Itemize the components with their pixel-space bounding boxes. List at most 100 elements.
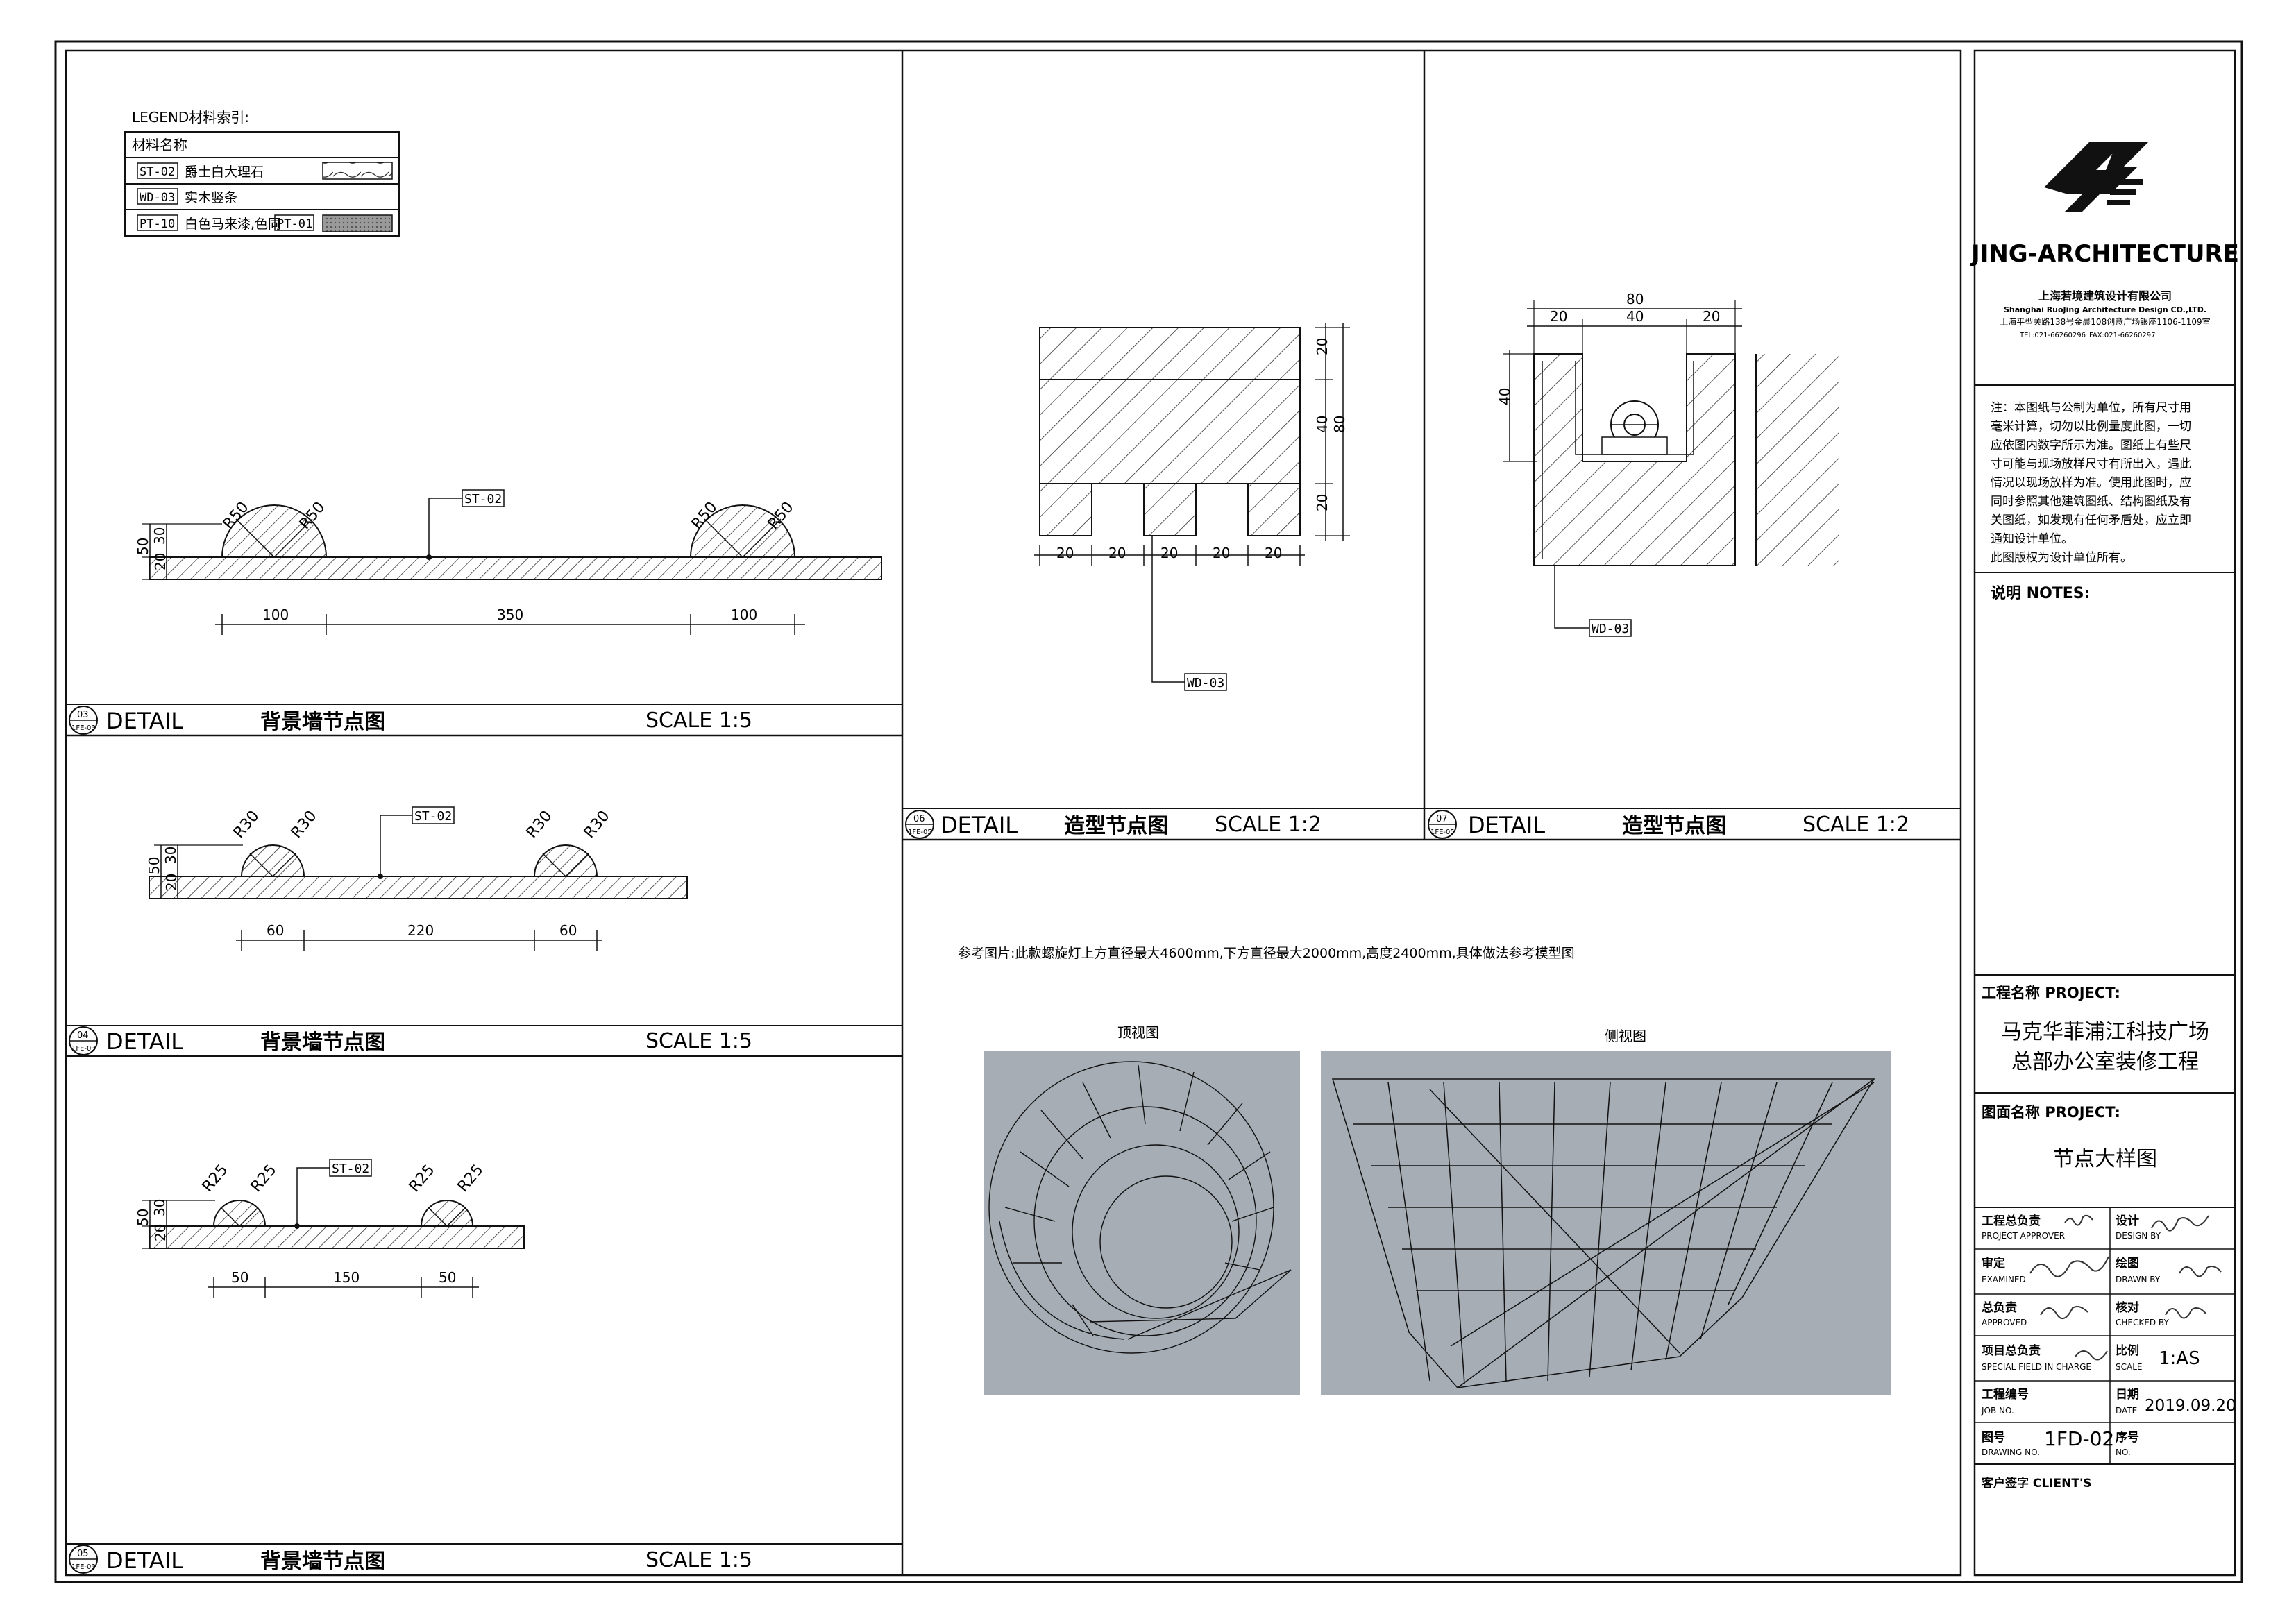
client-label: 客户签字 CLIENT'S — [1981, 1476, 2091, 1490]
svg-text:设计: 设计 — [2116, 1214, 2139, 1228]
dim-top: 40 — [1626, 308, 1644, 325]
side-view-render — [1321, 1051, 1891, 1395]
top-view-label: 顶视图 — [1117, 1024, 1159, 1041]
detail-05-titlebar: 05 1FE-03 DETAIL 背景墙节点图 SCALE 1:5 — [66, 1543, 902, 1574]
detail-label: DETAIL — [106, 1028, 183, 1055]
dim-bottom: 20 — [1108, 545, 1126, 561]
svg-text:DATE: DATE — [2116, 1406, 2137, 1416]
legend-code-pt10: PT-10 — [140, 217, 175, 231]
legend-code-wd03: WD-03 — [140, 191, 175, 205]
title-block-frame — [1973, 49, 2236, 1577]
dim-left: 60 — [267, 922, 284, 939]
svg-text:SCALE: SCALE — [2116, 1362, 2142, 1372]
svg-text:SPECIAL FIELD IN CHARGE: SPECIAL FIELD IN CHARGE — [1982, 1362, 2091, 1372]
svg-text:EXAMINED: EXAMINED — [1982, 1275, 2026, 1284]
detail-04-titlebar: 04 1FE-03 DETAIL 背景墙节点图 SCALE 1:5 — [66, 1025, 902, 1055]
legend-name-wd03: 实木竖条 — [185, 190, 237, 205]
svg-text:核对: 核对 — [2116, 1300, 2139, 1315]
detail-number: 05 — [77, 1549, 89, 1559]
dim-height-total: 50 — [135, 1209, 151, 1226]
detail-label: DETAIL — [1468, 812, 1545, 838]
material-tag-wd03: WD-03 — [1187, 676, 1224, 690]
legend-title: LEGEND材料索引: — [132, 109, 249, 126]
svg-text:比例: 比例 — [2116, 1343, 2139, 1358]
detail-03-titlebar: 03 1FE-03 DETAIL 背景墙节点图 SCALE 1:5 — [66, 704, 902, 736]
svg-text:日期: 日期 — [2116, 1388, 2139, 1402]
detail-number: 06 — [913, 814, 925, 824]
detail-number: 03 — [77, 710, 89, 720]
svg-text:项目总负责: 项目总负责 — [1982, 1343, 2041, 1358]
drawing-number: 1FD-02 — [2044, 1427, 2114, 1450]
dim-top-total: 80 — [1626, 291, 1644, 307]
dim-left: 50 — [231, 1269, 248, 1286]
detail-sheet: 1FE-03 — [71, 1045, 96, 1053]
detail-title: 背景墙节点图 — [260, 1549, 385, 1574]
detail-title: 背景墙节点图 — [260, 1030, 385, 1055]
radius-label: R30 — [288, 808, 321, 842]
radius-label: R25 — [406, 1162, 439, 1196]
detail-number: 07 — [1436, 814, 1448, 824]
scale-value: 1:AS — [2159, 1348, 2200, 1369]
dim-top: 20 — [1703, 308, 1720, 325]
svg-text:工程总负责: 工程总负责 — [1982, 1214, 2041, 1228]
svg-text:PROJECT APPROVER: PROJECT APPROVER — [1982, 1231, 2065, 1241]
project-label: 工程名称 PROJECT: — [1982, 985, 2120, 1001]
roles-grid: 工程总负责 PROJECT APPROVER 设计 DESIGN BY 审定 E… — [1975, 1207, 2236, 1465]
svg-text:毫米计算，切勿以比例量度此图，一切: 毫米计算，切勿以比例量度此图，一切 — [1991, 420, 2191, 434]
svg-text:寸可能与现场放样尺寸有所出入，遇此: 寸可能与现场放样尺寸有所出入，遇此 — [1991, 457, 2191, 471]
dim-height-bottom: 20 — [163, 874, 180, 891]
legend-header: 材料名称 — [132, 137, 187, 153]
detail-05-drawing: R25 R25 R25 R25 ST-02 50 30 20 50 150 50 — [135, 1159, 525, 1298]
drawing-name: 节点大样图 — [2053, 1147, 2157, 1171]
dim-height-top: 30 — [162, 847, 179, 864]
svg-text:CHECKED BY: CHECKED BY — [2116, 1318, 2169, 1327]
dim-right-total: 80 — [1331, 416, 1348, 433]
dim-right-c: 20 — [1314, 494, 1331, 511]
svg-text:通知设计单位。: 通知设计单位。 — [1991, 532, 2073, 546]
detail-label: DETAIL — [106, 1547, 183, 1574]
radius-label: R30 — [523, 808, 556, 842]
dim-bottom: 20 — [1213, 545, 1230, 561]
detail-sheet: 1FE-05 — [1430, 829, 1455, 836]
detail-label: DETAIL — [940, 812, 1018, 838]
notes-label: 说明 NOTES: — [1991, 584, 2090, 602]
drawing-label: 图面名称 PROJECT: — [1982, 1104, 2120, 1121]
detail-sheet: 1FE-03 — [71, 1563, 96, 1571]
project-name-line1: 马克华菲浦江科技广场 — [2001, 1020, 2209, 1044]
svg-text:JOB NO.: JOB NO. — [1981, 1406, 2014, 1416]
company-brand: JING-ARCHITECTURE — [1970, 240, 2239, 268]
dim-top: 20 — [1550, 308, 1567, 325]
detail-06-drawing: 20 20 20 20 20 20 40 20 80 WD-03 — [1034, 323, 1350, 691]
detail-scale: SCALE 1:2 — [1803, 813, 1909, 837]
dim-right-b: 40 — [1314, 416, 1331, 433]
reference-note: 参考图片:此款螺旋灯上方直径最大4600mm,下方直径最大2000mm,高度24… — [958, 946, 1575, 961]
radius-label: R30 — [230, 808, 263, 842]
detail-sheet: 1FE-05 — [908, 829, 932, 836]
svg-text:同时参照其他建筑图纸、结构图纸及有: 同时参照其他建筑图纸、结构图纸及有 — [1991, 495, 2191, 509]
svg-text:DESIGN BY: DESIGN BY — [2116, 1231, 2161, 1241]
detail-scale: SCALE 1:5 — [645, 1029, 752, 1053]
dim-height-bottom: 20 — [152, 553, 169, 570]
detail-04-drawing: R30 R30 R30 R30 ST-02 50 30 20 60 220 60 — [146, 806, 688, 951]
detail-sheet: 1FE-03 — [71, 724, 96, 732]
svg-text:图号: 图号 — [1982, 1431, 2005, 1445]
dim-height-bottom: 20 — [152, 1224, 169, 1241]
legend-ref-pt01: PT-01 — [277, 217, 312, 231]
material-tag-st02: ST-02 — [332, 1162, 369, 1176]
dim-left: 40 — [1496, 388, 1513, 405]
dim-right-a: 20 — [1314, 338, 1331, 355]
date-value: 2019.09.20 — [2145, 1397, 2236, 1415]
svg-text:应依图内数字所示为准。图纸上有些尺: 应依图内数字所示为准。图纸上有些尺 — [1991, 439, 2191, 452]
detail-07-drawing: 80 20 40 20 40 WD-03 — [1496, 291, 1839, 637]
svg-text:注：本图纸与公制为单位，所有尺寸用: 注：本图纸与公制为单位，所有尺寸用 — [1991, 401, 2191, 415]
drawing-frame — [65, 49, 1962, 1577]
company-name-en: Shanghai RuoJing Architecture Design CO.… — [2004, 305, 2206, 314]
radius-label: R25 — [248, 1162, 280, 1196]
title-block: JING-ARCHITECTURE 上海若境建筑设计有限公司 Shanghai … — [1970, 142, 2239, 1490]
dim-right: 100 — [731, 606, 757, 623]
company-tel: TEL:021-66260296 — [2019, 332, 2086, 339]
detail-06-titlebar: 06 1FE-05 DETAIL 造型节点图 SCALE 1:2 — [902, 808, 1424, 839]
dim-bottom: 20 — [1056, 545, 1074, 561]
company-fax: FAX:021-66260297 — [2089, 332, 2156, 339]
signature-marks — [2029, 1214, 2222, 1361]
